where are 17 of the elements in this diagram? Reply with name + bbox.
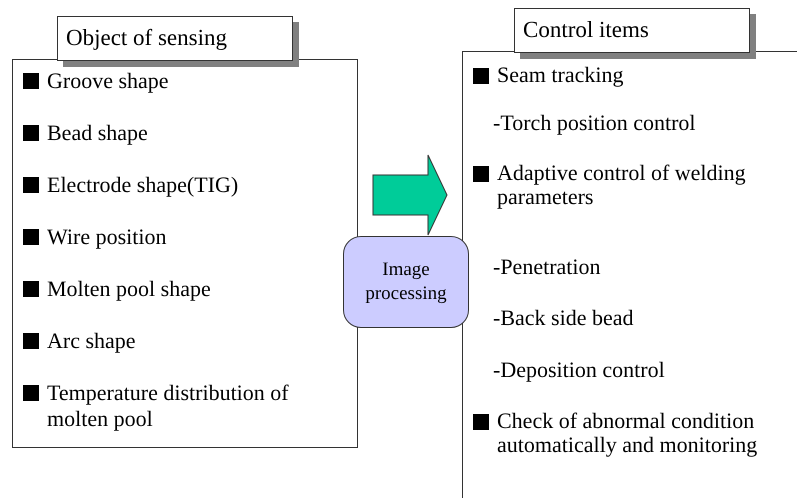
list-item: Arc shape bbox=[47, 328, 137, 354]
box-label: Image processing bbox=[364, 258, 448, 306]
list-item: Check of abnormal condition automatically and monitoring bbox=[497, 409, 758, 457]
list-item: Groove shape bbox=[47, 68, 170, 94]
list-item: Electrode shape(TIG) bbox=[47, 172, 240, 198]
list-item: Seam tracking bbox=[497, 63, 624, 87]
list-item: -Torch position control bbox=[493, 111, 697, 135]
list-item: Bead shape bbox=[47, 120, 149, 146]
list-item: -Deposition control bbox=[493, 358, 666, 382]
list-item: Wire position bbox=[47, 224, 168, 250]
list-item: Molten pool shape bbox=[47, 276, 212, 302]
list-item: -Back side bead bbox=[493, 306, 634, 330]
list-item: Temperature distribution of molten pool bbox=[47, 380, 290, 432]
list-item: -Penetration bbox=[493, 255, 602, 279]
process-box bbox=[343, 236, 469, 328]
list-item: Adaptive control of welding parameters bbox=[497, 161, 747, 209]
block-arrow bbox=[372, 154, 448, 236]
